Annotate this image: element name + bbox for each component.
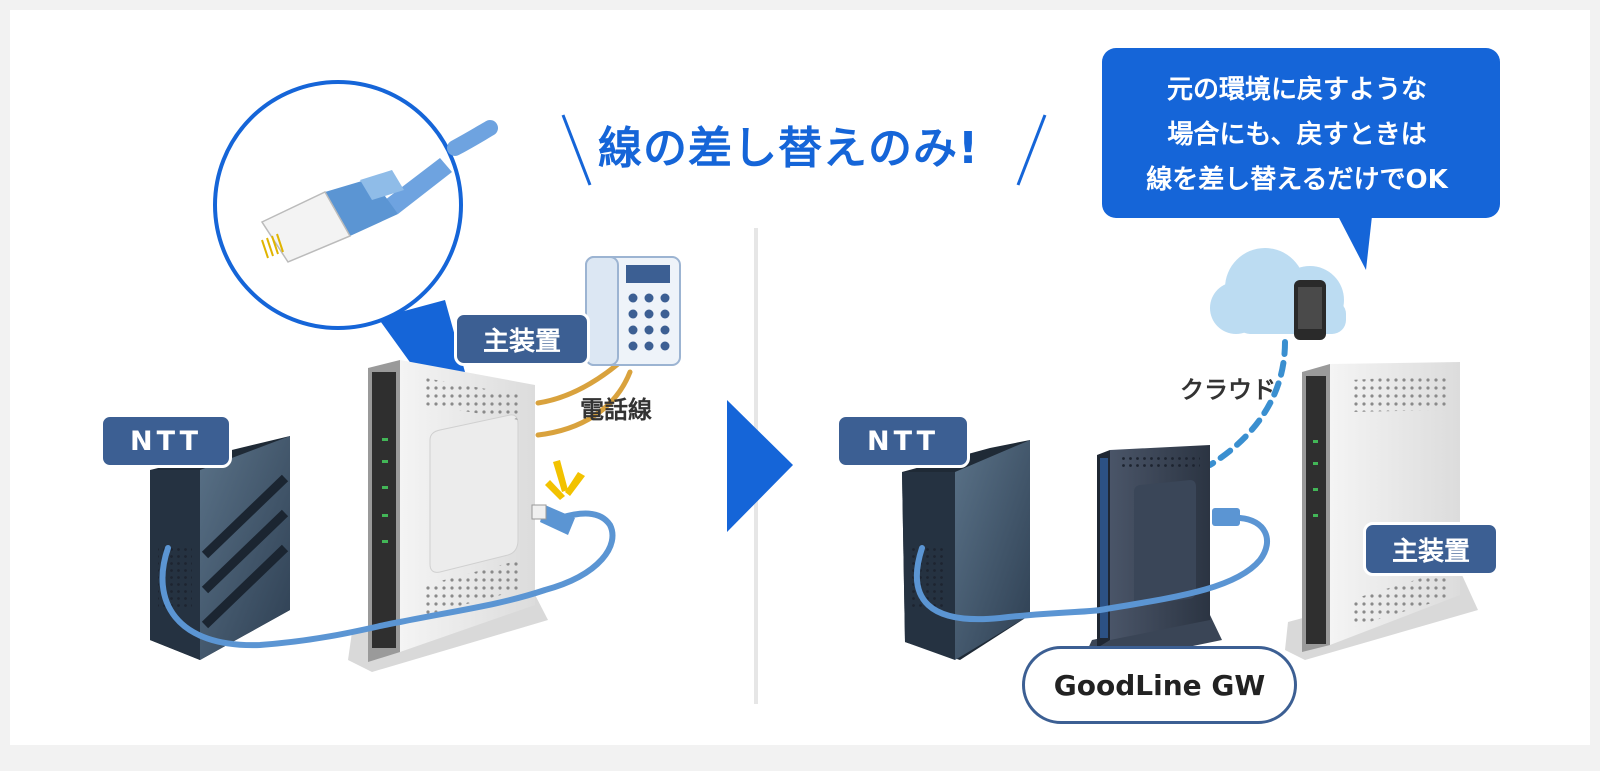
headline-slash-left: [561, 114, 592, 186]
cloud-label: クラウド: [1180, 376, 1276, 404]
lan-plug-closeup-icon: [260, 120, 498, 263]
main-unit-label-right: 主装置: [1363, 522, 1499, 576]
speech-bubble-line: 線を差し替えるだけでOK: [1146, 165, 1448, 195]
telephone-icon: [585, 256, 681, 366]
goodline-gateway-label: GoodLine GW: [1022, 646, 1297, 724]
ntt-label-right: NTT: [836, 414, 970, 468]
cloud-connection-line: [1207, 339, 1288, 468]
speech-bubble-line: 元の環境に戻すような: [1166, 75, 1427, 105]
headline-slash-right: [1016, 114, 1047, 186]
main-unit-right-icon: [1285, 362, 1478, 660]
lan-cable-left: [159, 510, 616, 649]
lan-plug-right-icon: [1212, 508, 1240, 526]
main-unit-left-icon: [348, 360, 548, 672]
phone-line-label: 電話線: [580, 396, 652, 424]
lan-plug-left-icon: [531, 504, 575, 535]
lan-cable-right: [913, 515, 1271, 623]
speech-bubble-text: 元の環境に戻すような 場合にも、戻すときは 線を差し替えるだけでOK: [1102, 68, 1492, 203]
alert-spark-icon: [545, 460, 585, 500]
smartphone-icon: [1294, 280, 1326, 340]
ntt-label-left: NTT: [100, 414, 232, 468]
direction-arrow-icon: [727, 400, 793, 532]
main-unit-label-left: 主装置: [454, 312, 590, 366]
speech-bubble: [1102, 48, 1500, 270]
speech-bubble-line: 場合にも、戻すときは: [1167, 120, 1427, 150]
headline-text: 線の差し替えのみ!: [598, 123, 980, 174]
ntt-onu-left-icon: [150, 436, 290, 660]
goodline-gateway-icon: [1085, 445, 1222, 665]
